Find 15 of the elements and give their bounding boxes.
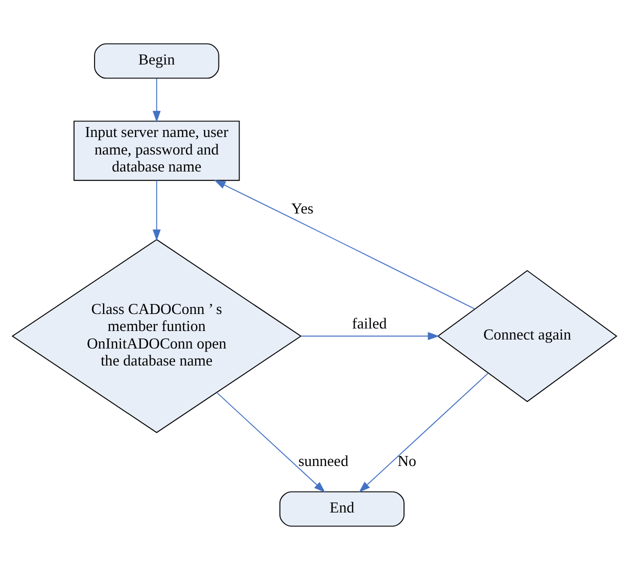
edge-label: Yes xyxy=(291,200,314,218)
arrow xyxy=(152,78,161,122)
arrow xyxy=(152,179,161,240)
arrow xyxy=(214,179,476,309)
arrow xyxy=(358,372,488,492)
node-diamond: Class CADOConn ’ s member funtion OnInitADOConn open the database name xyxy=(12,238,302,433)
arrow xyxy=(216,392,326,492)
node-box: Begin xyxy=(94,42,220,78)
arrow xyxy=(300,332,440,340)
edge-label: failed xyxy=(352,314,387,332)
edge-label: No xyxy=(398,452,416,470)
node-box: End xyxy=(279,490,405,526)
node-diamond: Connect again xyxy=(437,270,618,402)
node-box: Input server name, user name, password and database name xyxy=(74,120,240,180)
edge-label: sunneed xyxy=(298,452,348,470)
